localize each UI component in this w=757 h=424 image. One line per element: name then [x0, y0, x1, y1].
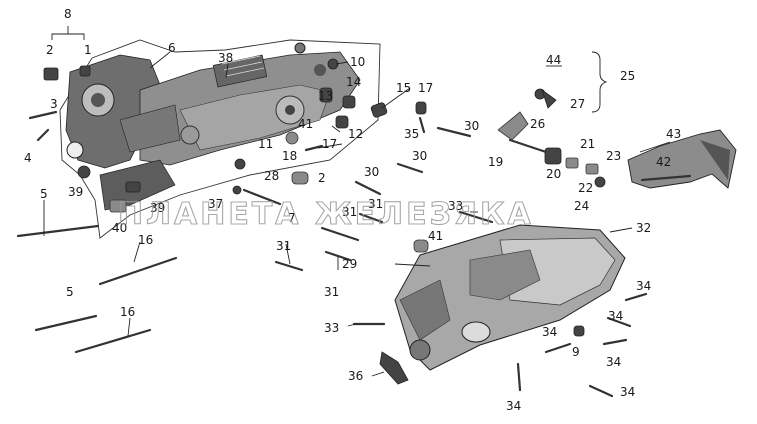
callout-8: 8	[64, 7, 72, 21]
callout-22: 22	[578, 181, 593, 195]
callout-21: 21	[580, 137, 595, 151]
callout-33-lower: 33	[324, 321, 339, 335]
callout-34-d: 34	[606, 355, 621, 369]
callout-26: 26	[530, 117, 545, 131]
callout-11: 11	[258, 137, 273, 151]
callout-41: 41	[298, 117, 313, 131]
callout-3: 3	[50, 97, 58, 111]
callout-29: 29	[342, 257, 357, 271]
callout-35: 35	[404, 127, 419, 141]
bolts-right	[516, 292, 648, 398]
callout-4: 4	[24, 151, 32, 165]
callout-7: 7	[288, 211, 296, 225]
callout-40: 40	[112, 221, 127, 235]
part-1	[79, 65, 91, 77]
callout-30-middle: 30	[412, 149, 427, 163]
part-39	[77, 165, 91, 179]
callout-6: 6	[168, 41, 176, 55]
callout-13: 13	[318, 89, 333, 103]
callout-20: 20	[546, 167, 561, 181]
callout-17-right: 17	[418, 81, 433, 95]
clutch-cover	[394, 224, 626, 371]
stud-16-upper	[98, 256, 178, 286]
callout-18: 18	[282, 149, 297, 163]
callout-10: 10	[350, 55, 365, 69]
callout-31-d: 31	[324, 285, 339, 299]
callout-34-f: 34	[506, 399, 521, 413]
callout-34-a: 34	[636, 279, 651, 293]
callout-34-e: 34	[620, 385, 635, 399]
callout-31-c: 31	[276, 239, 291, 253]
callout-39: 39	[68, 185, 83, 199]
callout-33-upper: 33	[448, 199, 463, 213]
callout-5-upper: 5	[40, 187, 48, 201]
callout-31-a: 31	[342, 205, 357, 219]
callout-24: 24	[574, 199, 589, 213]
part-39b	[125, 181, 141, 193]
callout-1: 1	[84, 43, 92, 57]
callout-25: 25	[620, 69, 635, 83]
callout-2: 2	[46, 43, 54, 57]
callout-16-lower: 16	[120, 305, 135, 319]
callout-31-b: 31	[368, 197, 383, 211]
callout-12: 12	[348, 127, 363, 141]
callout-28: 28	[264, 169, 279, 183]
callout-27: 27	[570, 97, 585, 111]
callout-9: 9	[572, 345, 580, 359]
callout-labels: 8 2 1 6 38 10 3 4 39 5 40 16 5 16 13 14 …	[24, 7, 681, 413]
callout-32: 32	[636, 221, 651, 235]
small-parts-left	[16, 65, 178, 354]
small-parts-middle	[232, 58, 494, 385]
leader-lines	[43, 51, 671, 377]
callout-42: 42	[656, 155, 671, 169]
callout-38: 38	[218, 51, 233, 65]
callout-36: 36	[348, 369, 363, 383]
callout-15: 15	[396, 81, 411, 95]
callout-19: 19	[488, 155, 503, 169]
callout-23: 23	[606, 149, 621, 163]
callout-14: 14	[346, 75, 361, 89]
callout-5-lower: 5	[66, 285, 74, 299]
bracket-25	[591, 51, 608, 113]
pin-4	[36, 128, 50, 142]
callout-16-upper: 16	[138, 233, 153, 247]
stud-5-lower	[34, 314, 98, 332]
part-2	[43, 67, 59, 81]
callout-44: 44	[546, 53, 561, 67]
callout-17: 17	[322, 137, 337, 151]
stud-5-upper	[16, 224, 100, 238]
bolt-3	[28, 110, 58, 120]
callout-43: 43	[666, 127, 681, 141]
callout-30-upper: 30	[464, 119, 479, 133]
left-crankcase	[59, 39, 381, 239]
watermark: ПЛАНЕТА ЖЕЛЕЗЯКА	[118, 197, 534, 232]
callout-39b: 39	[150, 201, 165, 215]
callout-2-middle: 2	[318, 171, 326, 185]
callout-34-c: 34	[542, 325, 557, 339]
stud-16-lower	[74, 328, 152, 354]
kickstart-parts	[497, 88, 737, 189]
callout-30-lower: 30	[364, 165, 379, 179]
callout-37: 37	[208, 197, 223, 211]
bracket-8	[51, 26, 85, 40]
callout-41-right: 41	[428, 229, 443, 243]
callout-34-b: 34	[608, 309, 623, 323]
part-40	[109, 199, 127, 213]
